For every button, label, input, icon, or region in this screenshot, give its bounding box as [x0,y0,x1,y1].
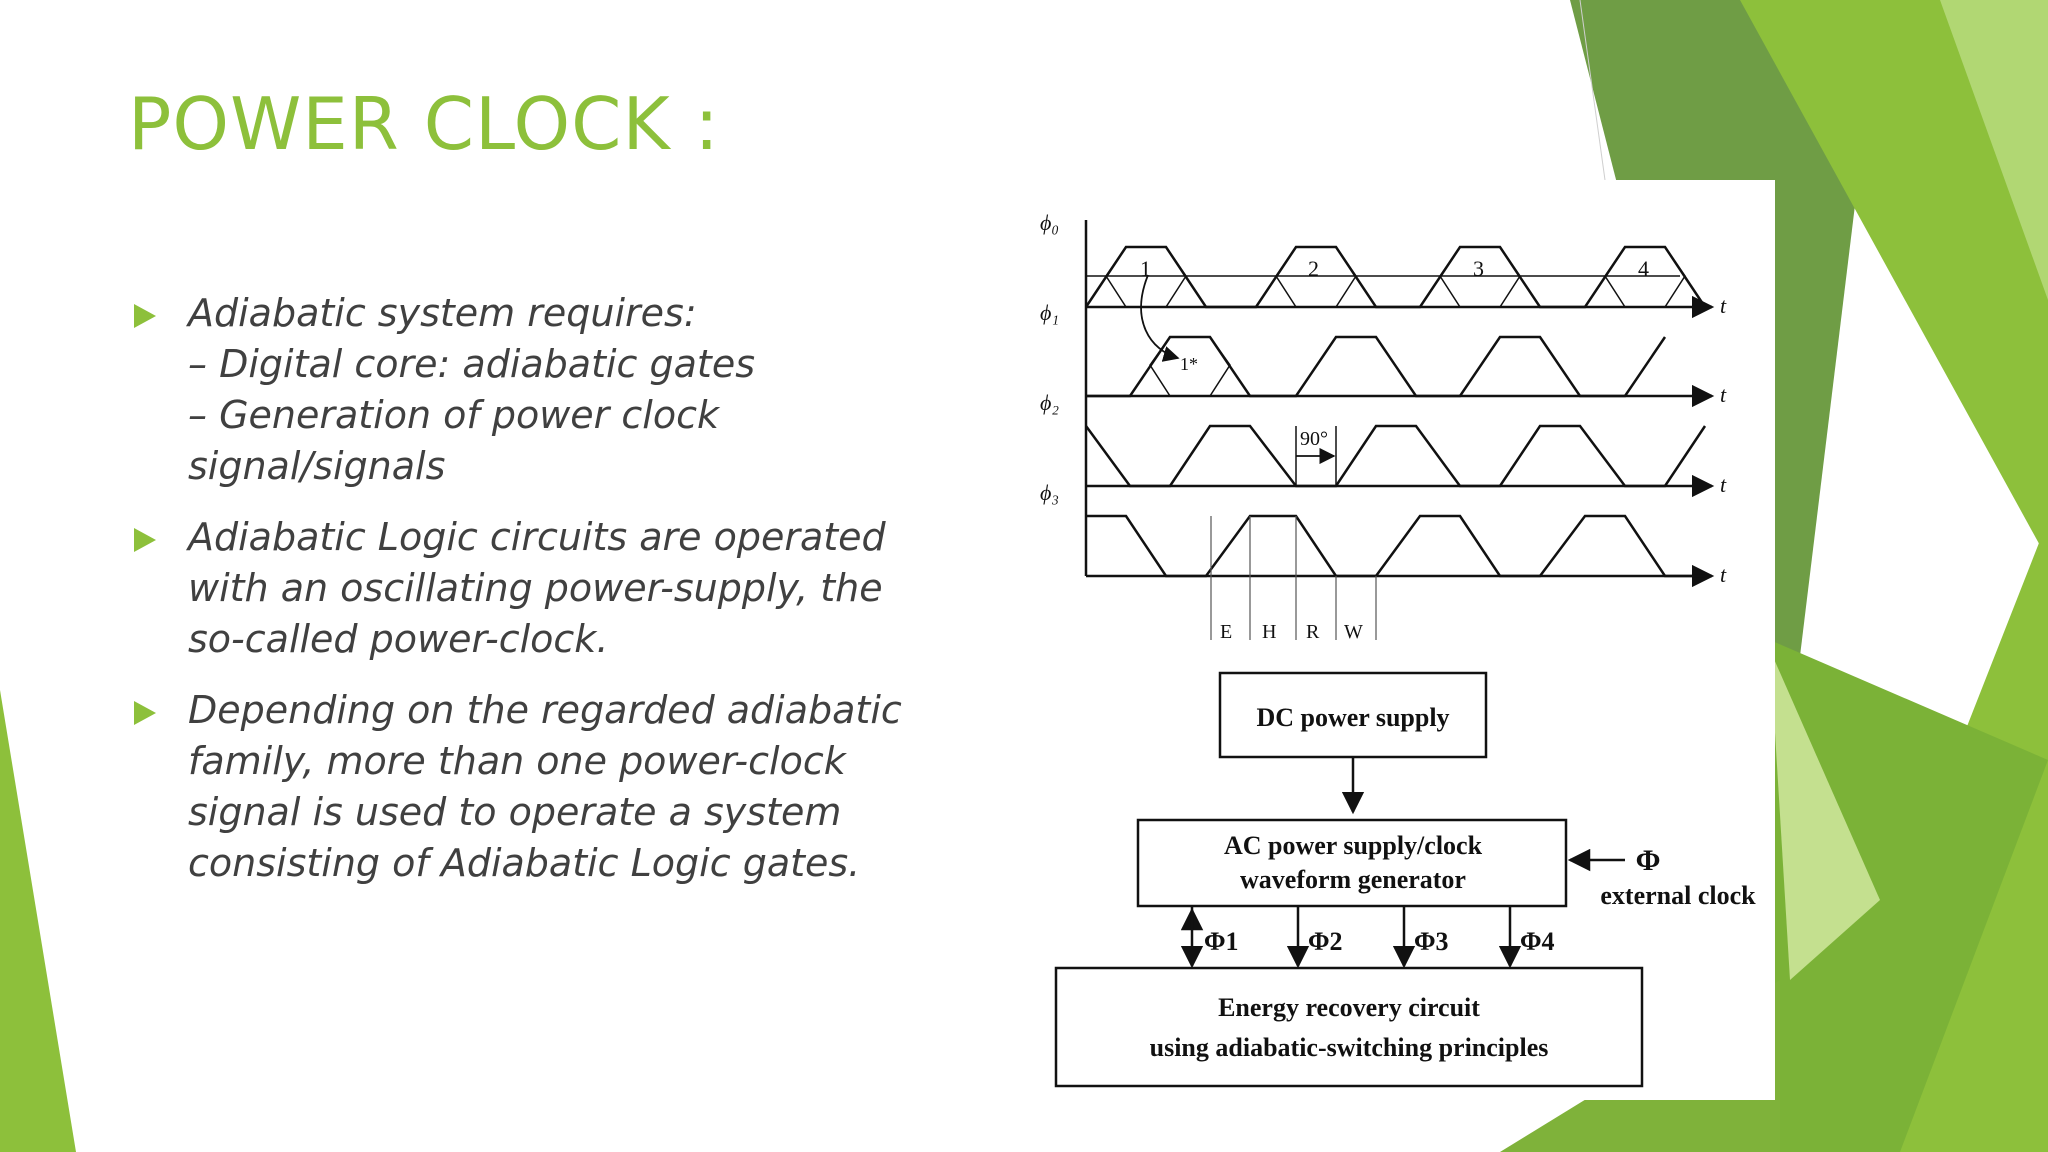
power-clock-figure: ϕ₀ ϕ₁ ϕ₂ ϕ₃ t t t t 1 2 3 4 1* 90° E H R… [1000,180,1775,1100]
bullet-arrow-icon [134,304,156,328]
external-clock-label: external clock [1600,881,1756,910]
slide-title: POWER CLOCK : [128,82,720,166]
block-panel [1000,650,1775,1100]
deco-thin-line [1579,0,1606,181]
bullet-text-line: Adiabatic system requires: [188,291,697,335]
pulse-outline [1105,246,1187,308]
timing-panel [1000,180,1775,650]
block-diagram [1054,671,1644,1088]
energy-recovery-label: using adiabatic-switching principles [1150,1033,1549,1062]
phase-label: ϕ₁ [1040,300,1059,325]
external-clock-symbol: Φ [1636,844,1661,877]
phase-label: ϕ₃ [1040,480,1059,505]
interval-label: R [1306,621,1320,643]
pulse-outline [1275,246,1357,308]
bullet-text-line: – Generation of power clock [188,393,719,437]
axis-t-label: t [1720,293,1727,318]
pulse-label: 1 [1140,256,1151,281]
phase-label: ϕ₂ [1040,390,1059,415]
phase-output-label: Φ1 [1204,927,1239,956]
phase-output-label: Φ4 [1520,927,1555,956]
phase-output-label: Φ3 [1414,927,1449,956]
bullet-text-line: Adiabatic Logic circuits are operated [188,515,886,559]
pulse-label: 3 [1473,256,1484,281]
phase2-waveform [1084,424,1707,488]
pulse-label: 2 [1308,256,1319,281]
pulse-outline [1439,246,1521,308]
phase1-waveform [1086,335,1667,398]
dc-supply-label: DC power supply [1256,703,1449,732]
bullet-text-line: Depending on the regarded adiabatic [188,688,902,732]
deco-right-side-light [1770,650,1880,980]
pulse-label: 4 [1638,256,1649,281]
bullet-text-line: with an oscillating power-supply, the [188,566,883,610]
interval-label: H [1262,621,1276,643]
bullet-list: Adiabatic system requires: – Digital cor… [130,288,930,909]
timing-diagram [1084,220,1715,640]
phase3-waveform [1086,514,1705,578]
bullet-text-line: signal is used to operate a system [188,790,842,834]
interval-label: E [1220,621,1232,643]
phase-output-label: Φ2 [1308,927,1343,956]
bullet-text-line: consisting of Adiabatic Logic gates. [188,841,861,885]
axis-t-label: t [1720,472,1727,497]
deco-right-mid [1740,0,2048,560]
pulse-outline [1604,246,1686,308]
bullet-text-line: – Digital core: adiabatic gates [188,342,755,386]
bullet-item: Adiabatic system requires: – Digital cor… [130,288,930,492]
bullet-arrow-icon [134,528,156,552]
deco-left-strip [0,690,76,1152]
bullet-item: Depending on the regarded adiabatic fami… [130,685,930,889]
ac-generator-label: AC power supply/clock [1224,831,1483,860]
transfer-label: 1* [1180,354,1198,374]
phase-shift-label: 90° [1300,428,1328,450]
energy-recovery-label: Energy recovery circuit [1218,993,1480,1022]
bullet-arrow-icon [134,701,156,725]
bullet-text-line: signal/signals [188,444,446,488]
bullet-item: Adiabatic Logic circuits are operated wi… [130,512,930,665]
ac-generator-label: waveform generator [1240,865,1466,894]
axis-t-label: t [1720,562,1727,587]
ac-generator-box [1136,818,1568,908]
bullet-text-line: so-called power-clock. [188,617,609,661]
axis-t-label: t [1720,382,1727,407]
transfer-arrow [1140,274,1180,362]
bullet-text-line: family, more than one power-clock [188,739,846,783]
interval-label: W [1344,621,1363,643]
deco-right-pale [1940,0,2048,300]
energy-recovery-box [1054,966,1644,1088]
phase-label: ϕ₀ [1040,210,1059,235]
